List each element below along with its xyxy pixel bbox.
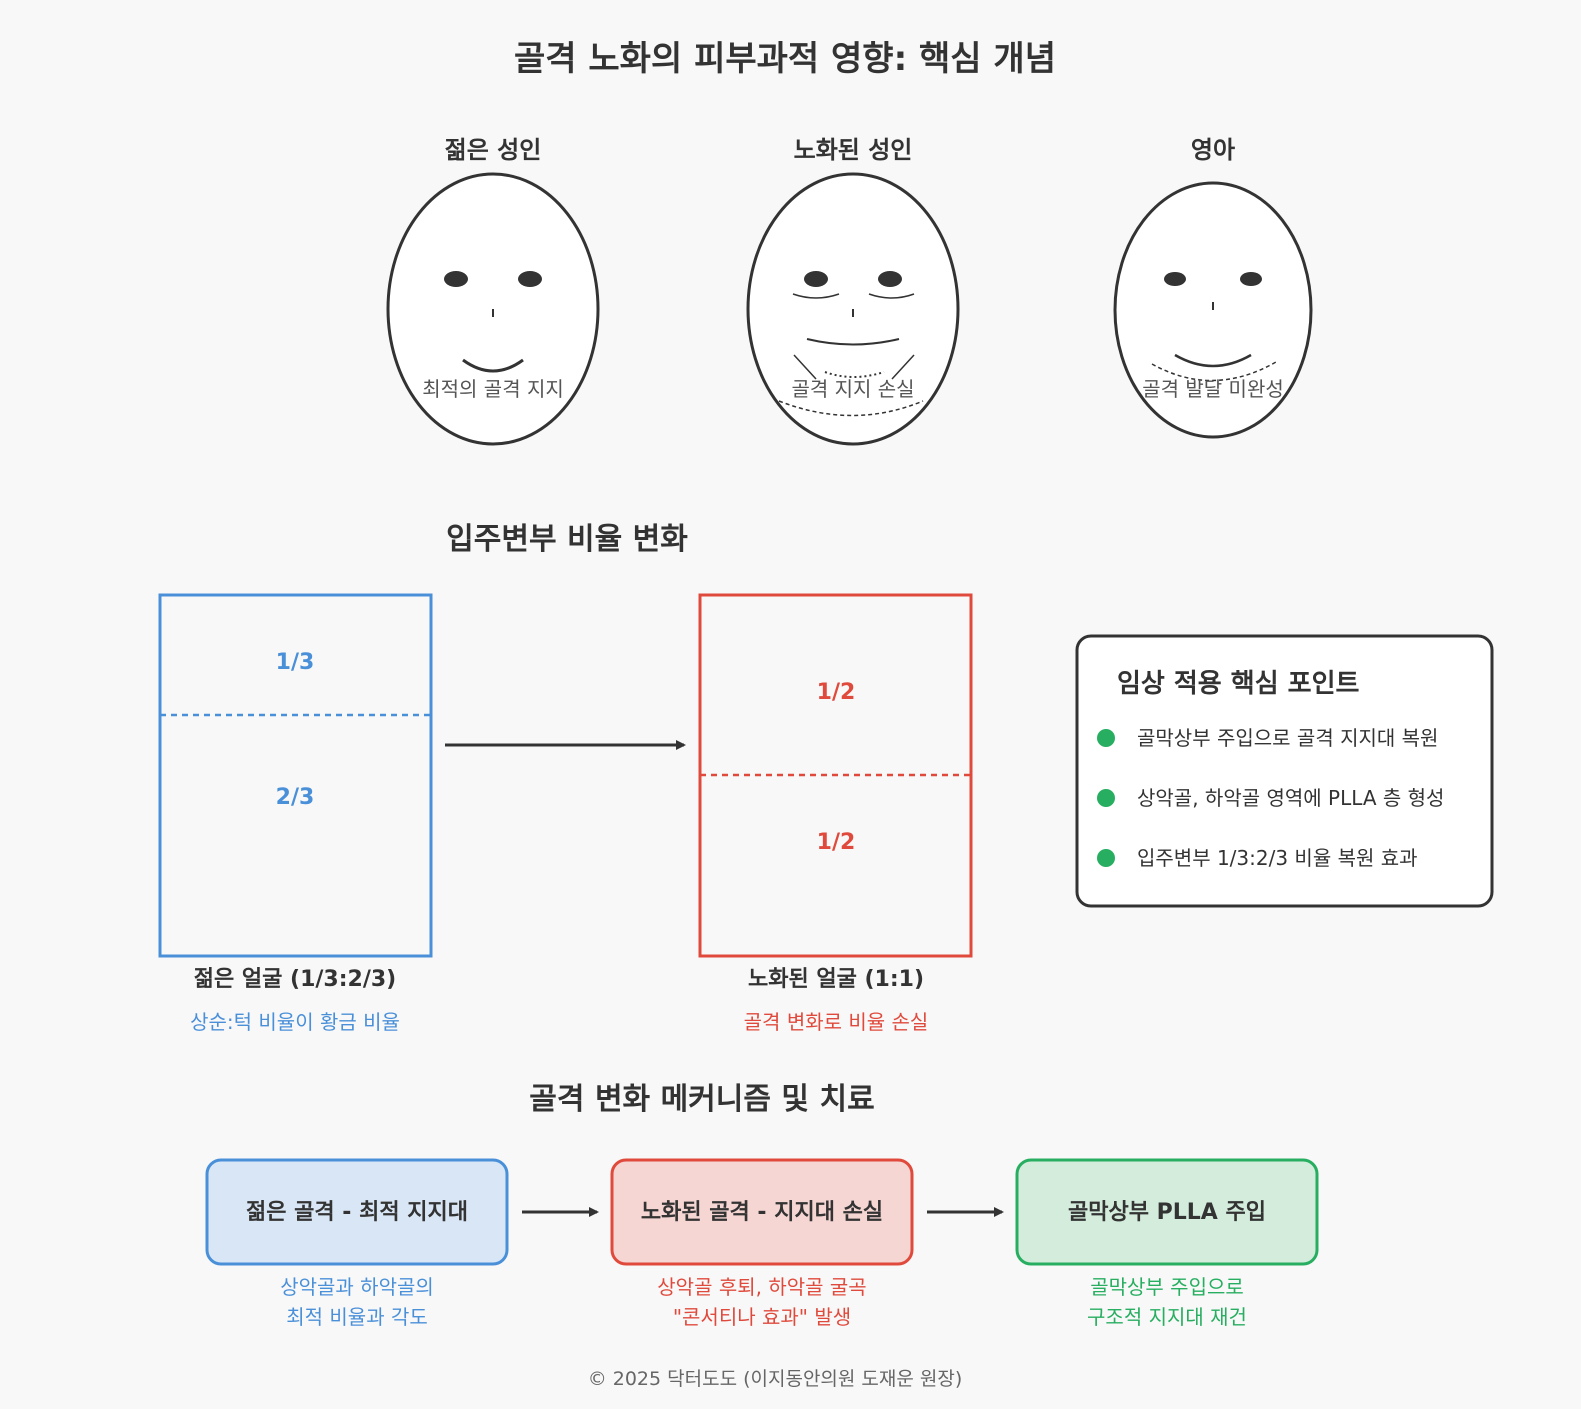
face-young-mouth (462, 358, 524, 373)
page-title: 골격 노화의 피부과적 영향: 핵심 개념 (514, 39, 1056, 79)
face-infant-label: 영아 (1191, 136, 1235, 164)
face-aged-right-eye-wrinkle (868, 293, 915, 299)
young-ratio-bottom-label: 2/3 (276, 785, 315, 810)
face-young-left-eye (444, 271, 468, 287)
face-infant-left-eye (1164, 272, 1186, 286)
clinical-points-box (1075, 634, 1494, 908)
aged-ratio-bottom-label: 1/2 (817, 830, 856, 855)
face-aged-right-eye (878, 271, 902, 287)
mechanism-step-box (1015, 1158, 1319, 1266)
clinical-points-heading: 임상 적용 핵심 포인트 (1117, 669, 1360, 699)
face-young-caption: 최적의 골격 지지 (422, 377, 564, 401)
mechanism-step-aged: 노화된 골격 - 지지대 손실 상악골 후퇴, 하악골 굴곡 "콘서티나 효과"… (610, 1158, 914, 1329)
ratio-section-heading: 입주변부 비율 변화 (446, 522, 688, 557)
young-ratio-name: 젊은 얼굴 (1/3:2/3) (194, 967, 397, 992)
mechanism-step-desc: "콘서티나 효과" 발생 (673, 1305, 851, 1329)
face-young-label: 젊은 성인 (445, 136, 542, 164)
mechanism-step-desc: 최적 비율과 각도 (286, 1305, 428, 1329)
aged-ratio-diagram: 1/2 1/2 노화된 얼굴 (1:1) 골격 변화로 비율 손실 (698, 593, 973, 1034)
aged-ratio-top-label: 1/2 (817, 680, 856, 705)
young-ratio-diagram: 1/3 2/3 젊은 얼굴 (1/3:2/3) 상순:턱 비율이 황금 비율 (158, 593, 433, 1034)
clinical-point-bullet (1097, 789, 1115, 807)
mechanism-step-desc: 골막상부 주입으로 (1090, 1275, 1244, 1299)
mechanism-step-title: 젊은 골격 - 최적 지지대 (246, 1200, 468, 1225)
face-infant-right-eye (1240, 272, 1262, 286)
mechanism-step-desc: 구조적 지지대 재건 (1087, 1305, 1247, 1329)
clinical-point-text: 상악골, 하악골 영역에 PLLA 층 형성 (1137, 786, 1444, 810)
mechanism-step-treatment: 골막상부 PLLA 주입 골막상부 주입으로 구조적 지지대 재건 (1015, 1158, 1319, 1329)
mechanism-step-young: 젊은 골격 - 최적 지지대 상악골과 하악골의 최적 비율과 각도 (205, 1158, 509, 1329)
face-infant-mouth (1174, 353, 1252, 368)
aged-ratio-name: 노화된 얼굴 (1:1) (748, 967, 924, 992)
face-infant-jawline (1151, 361, 1277, 382)
young-ratio-top-label: 1/3 (276, 650, 315, 675)
clinical-point-text: 골막상부 주입으로 골격 지지대 복원 (1137, 726, 1438, 750)
mechanism-step-title: 노화된 골격 - 지지대 손실 (641, 1200, 883, 1225)
face-aged-left-eye-wrinkle (792, 293, 840, 299)
mechanism-step-box (610, 1158, 914, 1266)
face-young-right-eye (518, 271, 542, 287)
face-aged-right-fold (891, 354, 915, 380)
face-infant: 영아 골격 발달 미완성 (1113, 136, 1313, 439)
face-aged-adult: 노화된 성인 골격 지지 손실 (746, 136, 960, 446)
clinical-point-text: 입주변부 1/3:2/3 비율 복원 효과 (1137, 846, 1418, 870)
young-ratio-box (158, 593, 433, 958)
face-aged-jawline (778, 400, 924, 417)
mechanism-step-box (205, 1158, 509, 1266)
face-aged-left-eye (804, 271, 828, 287)
aged-ratio-note: 골격 변화로 비율 손실 (744, 1010, 929, 1034)
clinical-points-panel: 임상 적용 핵심 포인트 골막상부 주입으로 골격 지지대 복원 상악골, 하악… (1075, 634, 1494, 908)
copyright-footer: © 2025 닥터도도 (이지동안의원 도재운 원장) (588, 1368, 963, 1390)
face-aged-label: 노화된 성인 (794, 136, 913, 164)
clinical-point-bullet (1097, 849, 1115, 867)
clinical-point-bullet (1097, 729, 1115, 747)
face-aged-mouth (806, 338, 900, 346)
mechanism-step-desc: 상악골 후퇴, 하악골 굴곡 (657, 1275, 866, 1299)
face-young-adult: 젊은 성인 최적의 골격 지지 (386, 136, 600, 446)
face-aged-left-fold (793, 354, 817, 380)
face-infant-caption: 골격 발달 미완성 (1142, 377, 1284, 401)
mechanism-step-title: 골막상부 PLLA 주입 (1068, 1200, 1266, 1225)
young-ratio-note: 상순:턱 비율이 황금 비율 (190, 1010, 400, 1034)
mechanism-section-heading: 골격 변화 메커니즘 및 치료 (529, 1082, 874, 1117)
mechanism-step-desc: 상악골과 하악골의 (280, 1275, 434, 1299)
face-aged-caption: 골격 지지 손실 (791, 377, 914, 401)
